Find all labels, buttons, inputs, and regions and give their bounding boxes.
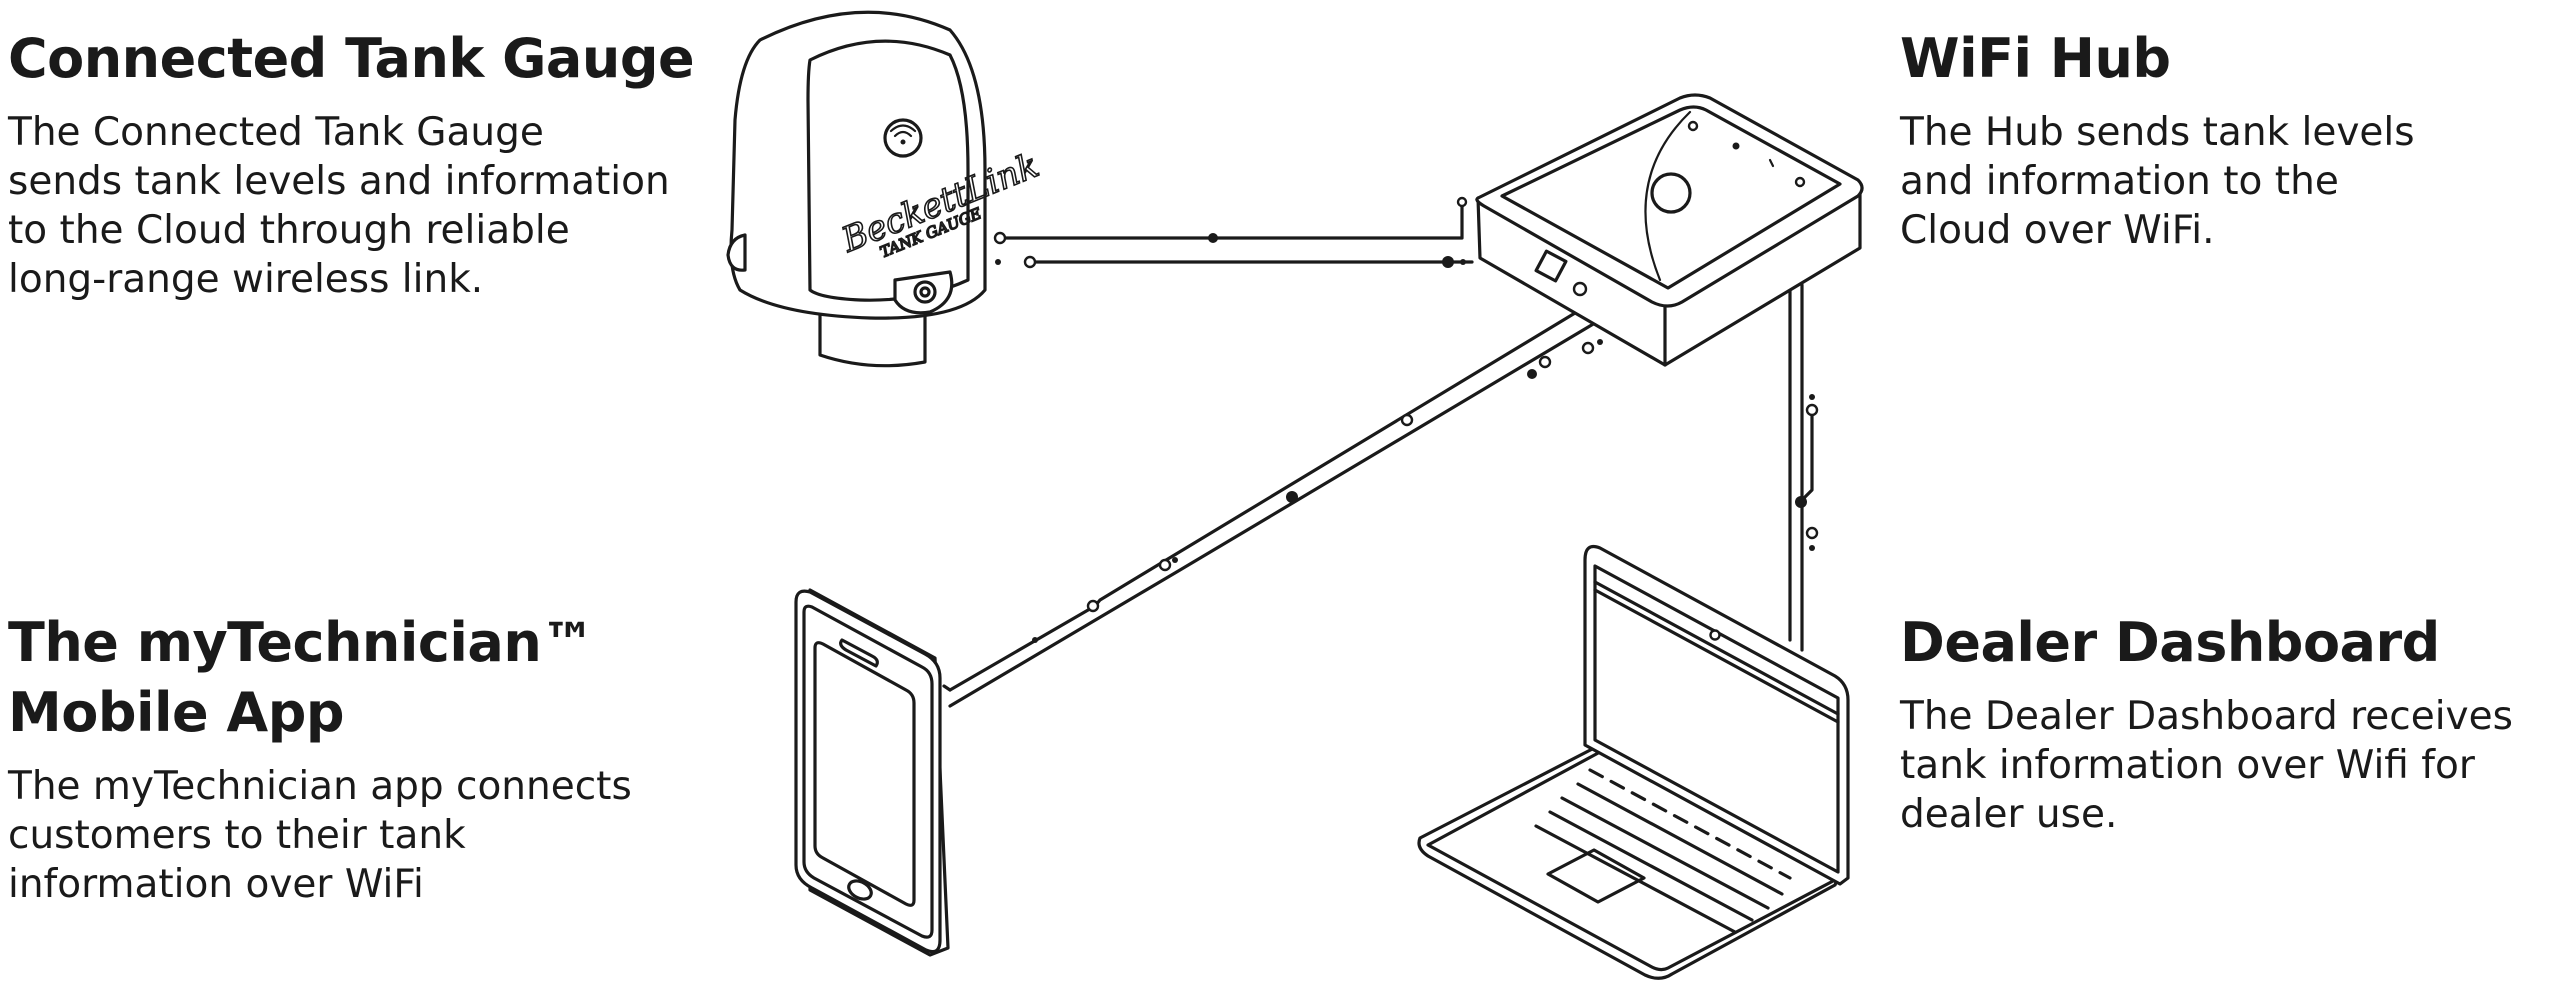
connector-hub-to-laptop bbox=[1788, 283, 1819, 652]
dealer-dashboard-title: Dealer Dashboard bbox=[1900, 611, 2440, 674]
wifi-hub-description: The Hub sends tank levels and informatio… bbox=[1900, 108, 2415, 255]
laptop-icon bbox=[1417, 544, 1850, 980]
desc-line: The Connected Tank Gauge bbox=[8, 110, 544, 155]
mobile-app-description: The myTechnician app connects customers … bbox=[8, 762, 632, 909]
dealer-dashboard-section: Dealer Dashboard The Dealer Dashboard re… bbox=[1900, 608, 2513, 839]
smartphone-icon bbox=[794, 588, 950, 957]
title-line: Mobile App bbox=[8, 681, 345, 744]
desc-line: information over WiFi bbox=[8, 862, 424, 907]
mobile-app-section: The myTechnician™ Mobile App The myTechn… bbox=[8, 608, 632, 909]
desc-line: The myTechnician app connects bbox=[8, 764, 632, 809]
connector-gauge-to-hub bbox=[993, 196, 1474, 269]
desc-line: and information to the bbox=[1900, 159, 2339, 204]
desc-line: Cloud over WiFi. bbox=[1900, 208, 2215, 253]
tank-gauge-description: The Connected Tank Gauge sends tank leve… bbox=[8, 108, 694, 304]
dealer-dashboard-description: The Dealer Dashboard receives tank infor… bbox=[1900, 692, 2513, 839]
desc-line: customers to their tank bbox=[8, 813, 466, 858]
desc-line: to the Cloud through reliable bbox=[8, 208, 570, 253]
tank-gauge-section: Connected Tank Gauge The Connected Tank … bbox=[8, 24, 695, 304]
desc-line: sends tank levels and information bbox=[8, 159, 670, 204]
tank-gauge-device-icon: BeckettLink TANK GAUGE bbox=[726, 10, 1045, 368]
desc-line: long-range wireless link. bbox=[8, 257, 484, 302]
wifi-hub-title: WiFi Hub bbox=[1900, 27, 2171, 90]
wifi-hub-device-icon bbox=[1475, 93, 1864, 367]
desc-line: The Hub sends tank levels bbox=[1900, 110, 2415, 155]
connector-hub-to-phone bbox=[942, 308, 1603, 708]
title-line: The myTechnician™ bbox=[8, 611, 595, 674]
wifi-hub-section: WiFi Hub The Hub sends tank levels and i… bbox=[1900, 24, 2415, 255]
desc-line: tank information over Wifi for bbox=[1900, 743, 2475, 788]
desc-line: The Dealer Dashboard receives bbox=[1900, 694, 2513, 739]
desc-line: dealer use. bbox=[1900, 792, 2118, 837]
tank-gauge-title: Connected Tank Gauge bbox=[8, 27, 695, 90]
mobile-app-title: The myTechnician™ Mobile App bbox=[8, 608, 632, 748]
